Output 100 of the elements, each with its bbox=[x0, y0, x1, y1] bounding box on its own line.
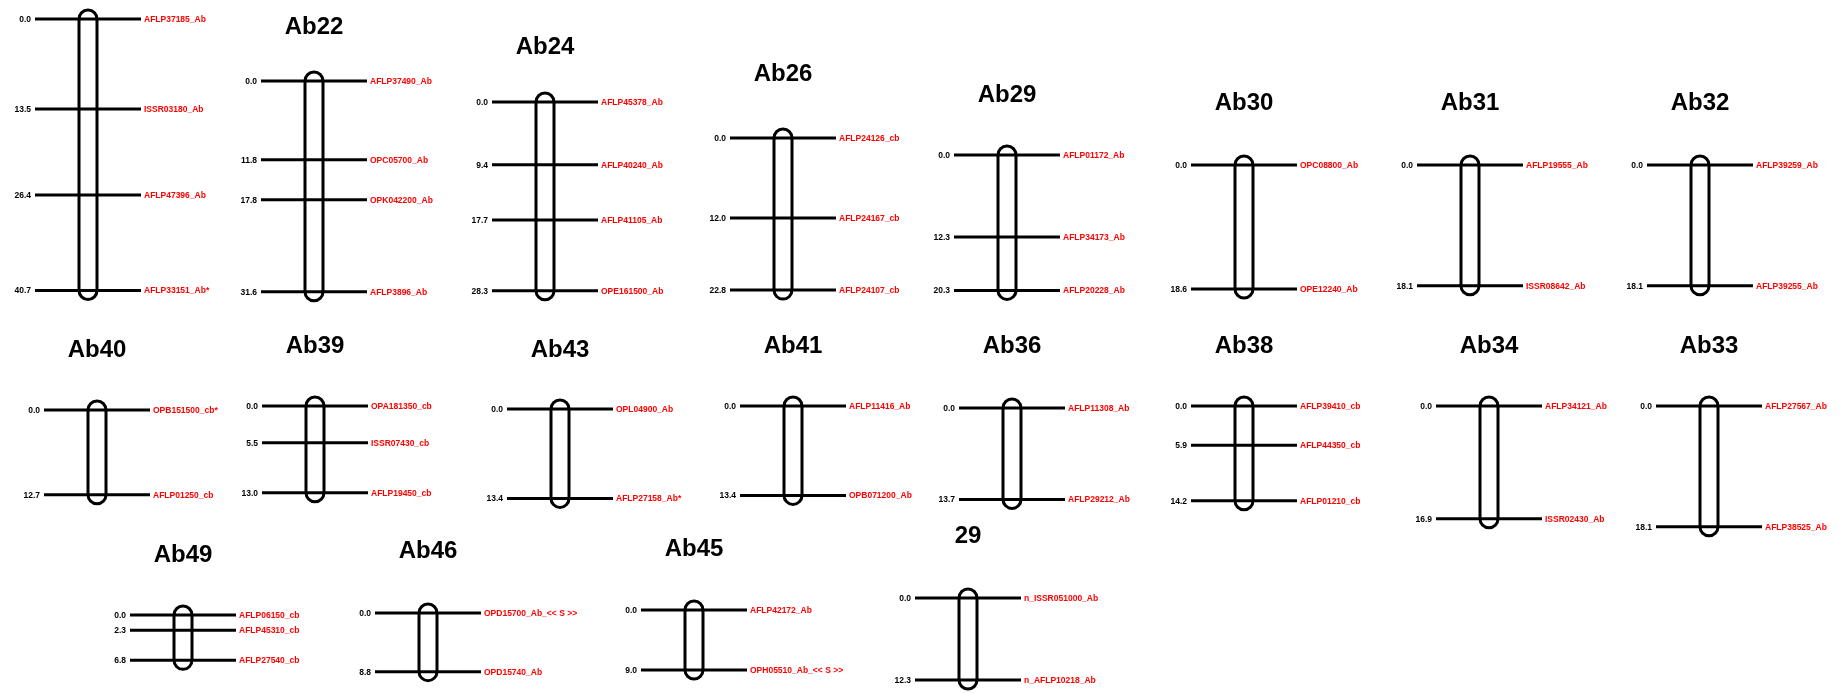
map-position: 13.0 bbox=[240, 487, 258, 498]
linkage-group-title: Ab40 bbox=[67, 336, 127, 362]
map-position: 31.6 bbox=[239, 286, 257, 297]
marker-name: OPB151500_cb* bbox=[153, 405, 218, 415]
marker-name: AFLP11308_Ab bbox=[1068, 403, 1130, 413]
marker-name: AFLP37185_Ab bbox=[144, 14, 206, 24]
map-position: 28.3 bbox=[470, 285, 488, 296]
map-position: 9.0 bbox=[624, 665, 637, 675]
map-position: 16.9 bbox=[1414, 513, 1432, 524]
marker-name: ISSR03180_Ab bbox=[144, 104, 204, 115]
map-position: 0.0 bbox=[1174, 160, 1187, 170]
marker-name: AFLP19555_Ab bbox=[1526, 160, 1588, 170]
marker-name: OPH05510_Ab_<< S >> bbox=[750, 665, 844, 675]
map-position: 2.3 bbox=[113, 625, 126, 636]
map-position: 14.2 bbox=[1169, 495, 1187, 506]
marker-name: AFLP01250_cb bbox=[153, 489, 214, 500]
map-position: 18.1 bbox=[1395, 280, 1413, 291]
linkage-group-title: Ab45 bbox=[664, 535, 724, 561]
map-position: 18.1 bbox=[1634, 521, 1652, 532]
map-position: 18.6 bbox=[1169, 284, 1187, 295]
map-position: 12.0 bbox=[708, 213, 726, 224]
linkage-group-title: Ab46 bbox=[398, 537, 458, 563]
linkage-group-title: Ab26 bbox=[753, 60, 813, 86]
map-position: 12.7 bbox=[22, 489, 40, 500]
marker-name: AFLP27567_Ab bbox=[1765, 401, 1827, 411]
linkage-group-title: Ab30 bbox=[1214, 89, 1274, 115]
marker-name: AFLP19450_cb bbox=[371, 487, 432, 498]
marker-name: AFLP40240_Ab bbox=[601, 159, 663, 170]
map-position: 0.0 bbox=[18, 14, 31, 24]
map-position: 11.8 bbox=[239, 154, 257, 165]
marker-name: AFLP24107_cb bbox=[839, 285, 900, 296]
map-position: 6.8 bbox=[113, 655, 126, 666]
linkage-group-title: Ab38 bbox=[1214, 332, 1274, 358]
marker-name: ISSR08642_Ab bbox=[1526, 280, 1586, 291]
map-position: 13.4 bbox=[485, 493, 503, 504]
map-position: 9.4 bbox=[475, 159, 488, 170]
map-position: 0.0 bbox=[490, 404, 503, 414]
linkage-group-title: Ab33 bbox=[1679, 332, 1739, 358]
marker-name: AFLP34173_Ab bbox=[1063, 232, 1125, 243]
linkage-group-title: Ab39 bbox=[285, 332, 345, 358]
marker-name: AFLP45378_Ab bbox=[601, 97, 663, 107]
marker-name: AFLP39410_cb bbox=[1300, 401, 1361, 411]
map-position: 0.0 bbox=[475, 97, 488, 107]
linkage-group-title: Ab31 bbox=[1440, 89, 1500, 115]
map-position: 13.7 bbox=[937, 494, 955, 505]
linkage-group-title: Ab41 bbox=[763, 332, 823, 358]
marker-name: n_ISSR051000_Ab bbox=[1024, 593, 1099, 603]
map-position: 0.0 bbox=[1639, 401, 1652, 411]
marker-name: AFLP45310_cb bbox=[239, 625, 300, 636]
marker-name: AFLP29212_Ab bbox=[1068, 494, 1130, 505]
map-position: 17.7 bbox=[470, 215, 488, 226]
map-position: 0.0 bbox=[898, 593, 911, 603]
marker-name: AFLP20228_Ab bbox=[1063, 285, 1125, 296]
map-position: 20.3 bbox=[932, 285, 950, 296]
marker-name: OPC08800_Ab bbox=[1300, 160, 1359, 170]
map-position: 0.0 bbox=[942, 403, 955, 413]
marker-name: OPB071200_Ab bbox=[849, 490, 912, 501]
map-position: 0.0 bbox=[113, 610, 126, 620]
map-position: 0.0 bbox=[1400, 160, 1413, 170]
marker-name: ISSR02430_Ab bbox=[1545, 513, 1605, 524]
map-position: 22.8 bbox=[708, 285, 726, 296]
map-position: 5.9 bbox=[1174, 440, 1187, 451]
map-position: 0.0 bbox=[1419, 401, 1432, 411]
map-position: 0.0 bbox=[1174, 401, 1187, 411]
map-position: 0.0 bbox=[27, 405, 40, 415]
marker-name: OPL04900_Ab bbox=[616, 404, 674, 414]
marker-name: OPE12240_Ab bbox=[1300, 284, 1358, 295]
marker-name: n_AFLP10218_Ab bbox=[1024, 675, 1096, 686]
marker-name: OPK042200_Ab bbox=[370, 194, 433, 205]
map-position: 12.3 bbox=[893, 675, 911, 686]
marker-name: OPD15740_Ab bbox=[484, 666, 543, 677]
marker-name: ISSR07430_cb bbox=[371, 437, 430, 448]
linkage-group-title: Ab24 bbox=[515, 33, 575, 59]
marker-name: AFLP44350_cb bbox=[1300, 440, 1361, 451]
marker-name: AFLP24126_cb bbox=[839, 133, 900, 143]
marker-name: OPA181350_cb bbox=[371, 401, 432, 411]
marker-name: OPE161500_Ab bbox=[601, 285, 664, 296]
linkage-group-title: Ab43 bbox=[530, 336, 590, 362]
marker-name: AFLP39255_Ab bbox=[1756, 280, 1818, 291]
map-position: 17.8 bbox=[239, 194, 257, 205]
marker-name: AFLP27540_cb bbox=[239, 655, 300, 666]
map-position: 0.0 bbox=[937, 150, 950, 160]
marker-name: AFLP47396_Ab bbox=[144, 190, 206, 201]
map-position: 0.0 bbox=[358, 608, 371, 618]
map-position: 26.4 bbox=[13, 190, 31, 201]
marker-name: AFLP11416_Ab bbox=[849, 401, 911, 411]
marker-name: AFLP42172_Ab bbox=[750, 605, 812, 615]
marker-name: AFLP38525_Ab bbox=[1765, 521, 1827, 532]
map-position: 0.0 bbox=[245, 401, 258, 411]
marker-name: AFLP39259_Ab bbox=[1756, 160, 1818, 170]
marker-name: AFLP33151_Ab* bbox=[144, 285, 210, 296]
linkage-group-title: Ab22 bbox=[284, 13, 344, 39]
map-position: 0.0 bbox=[713, 133, 726, 143]
linkage-group-title: Ab36 bbox=[982, 332, 1042, 358]
marker-name: AFLP06150_cb bbox=[239, 610, 300, 620]
marker-name: AFLP34121_Ab bbox=[1545, 401, 1607, 411]
map-position: 0.0 bbox=[723, 401, 736, 411]
linkage-group-title: 29 bbox=[954, 522, 982, 548]
marker-name: OPD15700_Ab_<< S >> bbox=[484, 608, 578, 618]
marker-name: AFLP3896_Ab bbox=[370, 286, 428, 297]
